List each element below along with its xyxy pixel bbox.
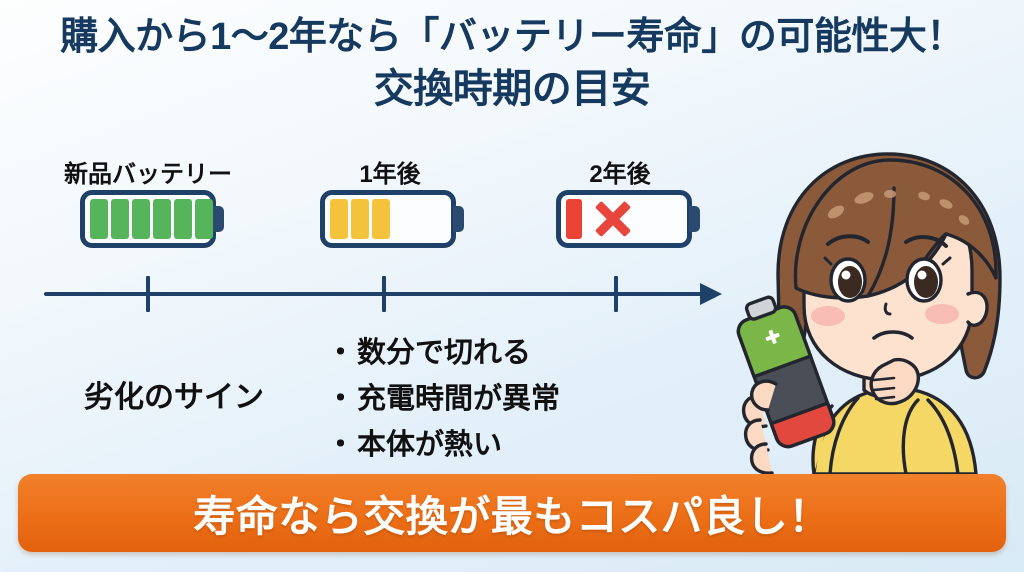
battery-cell <box>111 199 129 239</box>
list-item: ・充電時間が異常 <box>326 376 560 422</box>
banner-text: 寿命なら交換が最もコスパ良し！ <box>193 492 831 540</box>
timeline-axis-line <box>44 292 704 296</box>
conclusion-banner: 寿命なら交換が最もコスパ良し！ <box>18 474 1006 552</box>
timeline-tick <box>382 276 386 312</box>
battery-icon-new <box>80 190 216 248</box>
signs-heading: 劣化のサイン <box>84 381 264 414</box>
list-item: ・数分で切れる <box>326 330 560 376</box>
battery-cell <box>174 199 192 239</box>
battery-cell <box>132 199 150 239</box>
battery-icon-one-year <box>320 190 456 248</box>
battery-timeline: 新品バッテリー 1年後 2年後 <box>0 140 760 315</box>
title-line-1: 購入から1〜2年なら「バッテリー寿命」の可能性大！ <box>60 16 964 58</box>
page-title: 購入から1〜2年なら「バッテリー寿命」の可能性大！ 交換時期の目安 <box>0 14 1024 114</box>
battery-cell <box>195 199 213 239</box>
list-item-label: 本体が熱い <box>357 429 503 461</box>
title-line-2: 交換時期の目安 <box>373 67 651 111</box>
battery-cell <box>330 199 348 239</box>
stage-label-two-year: 2年後 <box>589 161 651 188</box>
list-item: ・本体が熱い <box>326 422 560 468</box>
bullet-dot-icon: ・ <box>326 383 356 415</box>
battery-icon-two-year <box>556 190 692 248</box>
signs-list: ・数分で切れる ・充電時間が異常 ・本体が熱い <box>326 330 560 468</box>
battery-dead-x-icon <box>593 199 633 239</box>
battery-cell <box>153 199 171 239</box>
bullet-dot-icon: ・ <box>326 429 356 461</box>
stage-label-one-year: 1年後 <box>359 161 421 188</box>
battery-cell <box>372 199 390 239</box>
stage-label-new: 新品バッテリー <box>64 161 232 188</box>
bullet-dot-icon: ・ <box>326 337 356 369</box>
battery-cell <box>566 199 582 239</box>
timeline-tick <box>146 276 150 312</box>
battery-cell <box>351 199 369 239</box>
timeline-tick <box>614 276 618 312</box>
thinking-woman-illustration <box>718 128 1024 474</box>
list-item-label: 充電時間が異常 <box>357 383 561 415</box>
timeline-arrow-icon <box>700 283 722 305</box>
battery-cell <box>90 199 108 239</box>
list-item-label: 数分で切れる <box>357 337 532 369</box>
